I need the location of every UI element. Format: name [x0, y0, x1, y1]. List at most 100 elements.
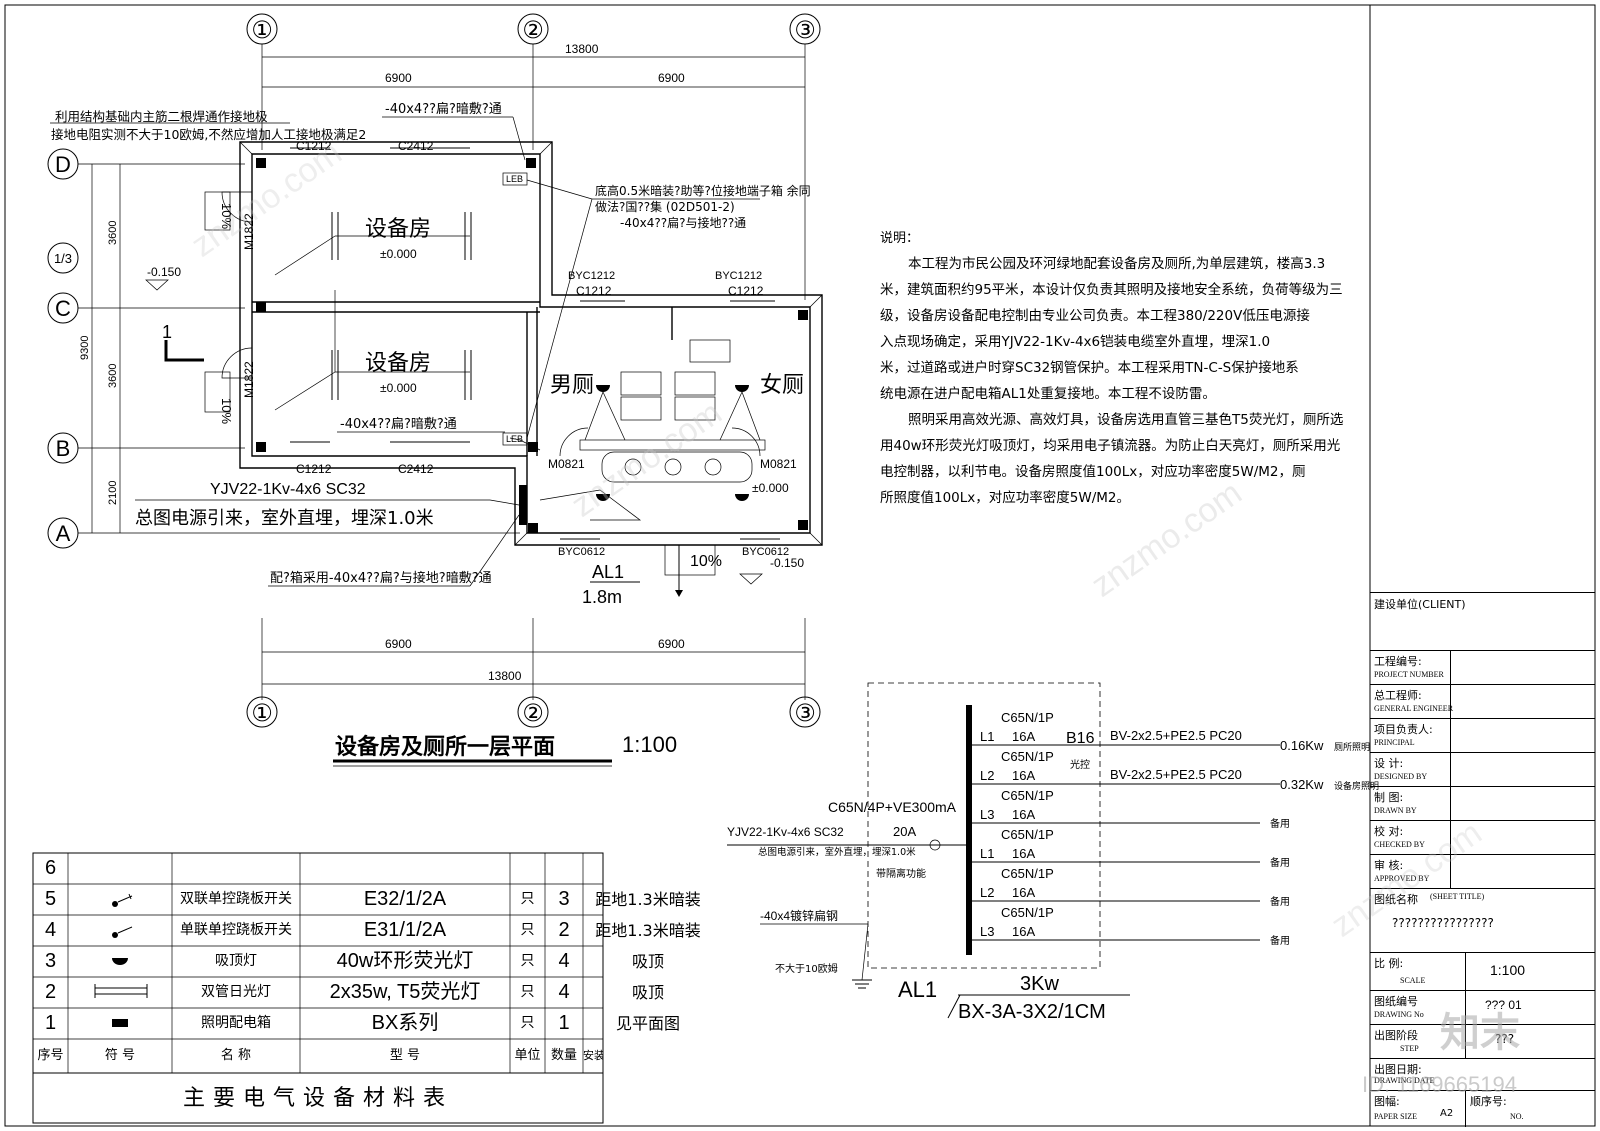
sch-ground-res: 不大于10欧姆 [775, 962, 838, 975]
rooms: 设备房 ±0.000 设备房 ±0.000 男厕 女厕 ±0.000 -0.15… [145, 217, 804, 585]
c6-breaker: C65N/1P [1001, 905, 1054, 920]
c4-use: 备用 [1270, 856, 1290, 869]
c5-breaker: C65N/1P [1001, 866, 1054, 881]
sch-main-breaker: C65N/4P+VE300mA [828, 799, 957, 815]
tb-scale-label: 比 例: [1374, 957, 1404, 970]
leb-note-3: -40x4??扁?与接地??通 [620, 215, 746, 230]
tb-approve-label: 审 核: [1374, 859, 1404, 872]
dim-3600-b: 3600 [107, 364, 119, 388]
tb-sheet-title: 图纸名称 (SHEET TITLE) ???????????????? [1370, 888, 1595, 953]
tb-sheet-title-label: 图纸名称 [1374, 893, 1418, 906]
sch-cable-note: 总图电源引来，室外直埋，埋深1.0米 [758, 846, 916, 858]
notes-line-6: 统电源在进户配电箱AL1处重复接地。本工程不设防雷。 [880, 385, 1216, 402]
tb-sheet-title-en: (SHEET TITLE) [1430, 892, 1485, 901]
c5-use: 备用 [1270, 895, 1290, 908]
tb-stage-label: 出图阶段 [1374, 1029, 1418, 1042]
tb-chief-en: GENERAL ENGINEER [1374, 704, 1454, 713]
dim-right-bottom: 6900 [658, 637, 685, 651]
label-m1822-a: M1822 [242, 213, 256, 250]
tb-sheet-title-value: ???????????????? [1392, 916, 1494, 930]
leb-note-2: 做法?国??集 (02D501-2) [595, 199, 735, 214]
label-byc1212-b: BYC1212 [715, 270, 762, 282]
room-male: 男厕 [550, 373, 594, 398]
c2-breaker: C65N/1P [1001, 749, 1054, 764]
tb-size-row: 图幅: PAPER SIZE A2 顺序号: NO. [1370, 1090, 1595, 1127]
tb-size-label: 图幅: [1374, 1095, 1400, 1108]
ceiling-lamp-icon [112, 958, 128, 965]
circuit-row: C65N/1P L1 16A B16 BV-2x2.5+PE2.5 PC20 0… [972, 710, 1370, 753]
tb-drawn-label: 制 图: [1374, 791, 1404, 804]
tb-project-en: PROJECT NUMBER [1374, 670, 1444, 679]
c2-load: 0.32Kw [1280, 777, 1324, 792]
dim-left-bottom: 6900 [385, 637, 412, 651]
sch-main-rating: 20A [893, 824, 916, 839]
panel-al1: AL1 1.8m 10% [519, 485, 722, 607]
axis-1-top: ① [251, 16, 273, 44]
sch-cable: YJV22-1Kv-4x6 SC32 [727, 825, 844, 839]
tb-check-en: CHECKED BY [1374, 840, 1425, 849]
tb-drawn-row: 制 图: DRAWN BY [1370, 786, 1595, 821]
tb-divider [1450, 752, 1451, 786]
tb-stage-row: 出图阶段 STEP ??? [1370, 1024, 1595, 1059]
tb-project-label: 工程编号: [1374, 655, 1422, 668]
notes-line-8: 用40w环形荧光灯吸顶灯，均采用电子镇流器。为防止白天亮灯，厕所采用光 [880, 437, 1340, 454]
c4-phase: L1 [980, 846, 994, 861]
box-note: 配?箱采用-40x4??扁?与接地?暗敷?通 [270, 570, 492, 586]
label-byc1212-a: BYC1212 [568, 270, 615, 282]
c1-wire: BV-2x2.5+PE2.5 PC20 [1110, 728, 1242, 743]
label-byc0612-b: BYC0612 [742, 546, 789, 558]
tb-drawing-no-label: 图纸编号 [1374, 995, 1418, 1008]
c1-b16: B16 [1066, 730, 1095, 747]
c1-breaker: C65N/1P [1001, 710, 1054, 725]
circuit-row: C65N/1P L2 16A 备用 [972, 866, 1290, 908]
tb-date-label: 出图日期: [1374, 1063, 1422, 1076]
notes-line-10: 所照度值100Lx，对应功率密度5W/M2。 [880, 489, 1130, 506]
c2-amp: 16A [1012, 768, 1035, 783]
building-walls [239, 141, 823, 546]
slope-b: 10% [219, 398, 234, 424]
c3-amp: 16A [1012, 807, 1035, 822]
grounding-notes: 利用结构基础内主筋二根焊通作接地极 接地电阻实测不大于10欧姆,不然应增加人工接… [50, 102, 811, 587]
axis-1-bottom: ① [251, 699, 273, 727]
plan-title-text: 设备房及厕所一层平面 [335, 734, 555, 760]
label-c2412-b: C2412 [398, 462, 434, 476]
dim-right-top: 6900 [658, 71, 685, 85]
c5-phase: L2 [980, 885, 994, 900]
tb-divider [1450, 718, 1451, 752]
tb-divider [1465, 1024, 1466, 1058]
tb-approve-en: APPROVED BY [1374, 874, 1430, 883]
level-room-a: ±0.000 [380, 247, 417, 261]
tb-chief-label: 总工程师: [1374, 689, 1422, 702]
ceiling-lamp-icon [735, 494, 749, 501]
leb-note-1: 底高0.5米暗装?助等?位接地端子箱 余同 [595, 183, 811, 198]
axis-2-top: ② [522, 16, 544, 44]
leb-a: LEB [506, 174, 523, 184]
label-c1212-a: C1212 [296, 139, 332, 153]
tb-client: 建设单位(CLIENT) [1370, 593, 1595, 651]
distribution-box-icon [112, 1019, 128, 1027]
c6-phase: L3 [980, 924, 994, 939]
c2-use: 设备房照明 [1334, 780, 1379, 792]
tb-scale-row: 比 例: SCALE 1:100 [1370, 952, 1595, 991]
tb-size-value: A2 [1440, 1108, 1454, 1119]
tb-scale-en: SCALE [1400, 976, 1426, 985]
cable-note: 总图电源引来，室外直埋，埋深1.0米 [135, 508, 434, 529]
dim-total-bottom: 13800 [488, 669, 522, 683]
axis-3-top: ③ [794, 16, 816, 44]
plan-scale: 1:100 [622, 732, 677, 757]
axis-1-3: 1/3 [54, 251, 72, 266]
tb-stage-value: ??? [1495, 1032, 1515, 1046]
c6-amp: 16A [1012, 924, 1035, 939]
axis-d: D [55, 152, 71, 177]
axis-top: ① ② ③ 13800 6900 6900 [246, 13, 821, 300]
c4-amp: 16A [1012, 846, 1035, 861]
tb-divider [1465, 990, 1466, 1024]
dim-left-top: 6900 [385, 71, 412, 85]
c4-breaker: C65N/1P [1001, 827, 1054, 842]
label-c2412-a: C2412 [398, 139, 434, 153]
axis-a: A [56, 521, 71, 546]
tb-design-en: DESIGNED BY [1374, 772, 1428, 781]
plan-title: 设备房及厕所一层平面 1:100 [333, 732, 677, 767]
axis-c: C [55, 296, 71, 321]
label-m0821-b: M0821 [760, 457, 797, 471]
